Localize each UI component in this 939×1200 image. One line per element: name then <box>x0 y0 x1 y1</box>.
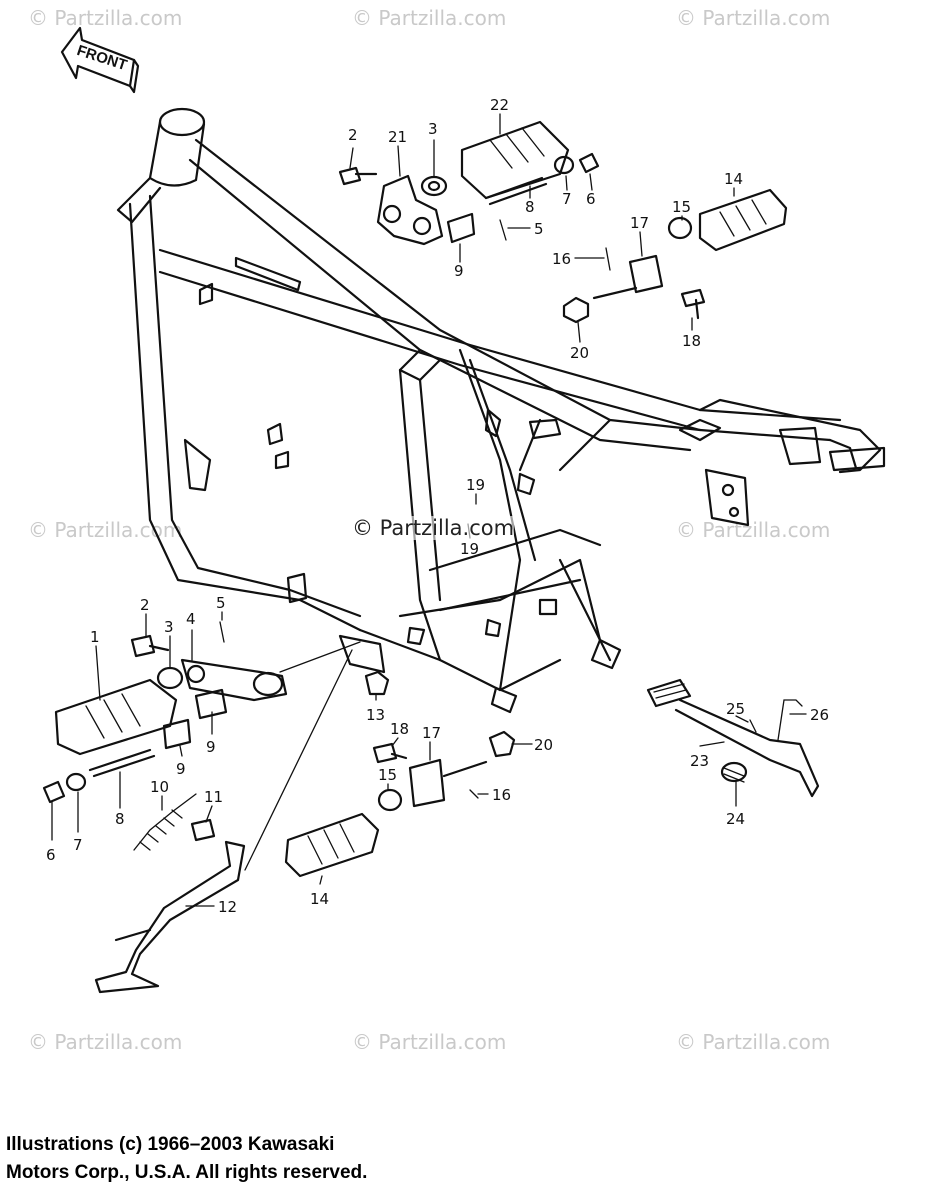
watermark: © Partzilla.com <box>676 6 831 30</box>
callout-24: 24 <box>726 810 745 828</box>
callout-15: 15 <box>672 198 691 216</box>
callout-23: 23 <box>690 752 709 770</box>
callout-10: 10 <box>150 778 169 796</box>
callout-14: 14 <box>724 170 743 188</box>
callout-12: 12 <box>218 898 237 916</box>
watermark: © Partzilla.com <box>28 518 183 542</box>
callout-18: 18 <box>390 720 409 738</box>
callout-16: 16 <box>492 786 511 804</box>
callout-9: 9 <box>206 738 216 756</box>
motorcycle-frame <box>116 107 886 714</box>
callout-8: 8 <box>525 198 535 216</box>
callout-17: 17 <box>630 214 649 232</box>
front-footrest-assembly-left <box>42 621 390 994</box>
callout-2: 2 <box>140 596 150 614</box>
copyright-line-1: Illustrations (c) 1966–2003 Kawasaki <box>6 1134 335 1155</box>
copyright-line-2: Motors Corp., U.S.A. All rights reserved… <box>6 1162 368 1183</box>
callout-3: 3 <box>164 618 174 636</box>
callout-6: 6 <box>46 846 56 864</box>
callout-21: 21 <box>388 128 407 146</box>
callout-16: 16 <box>552 250 571 268</box>
callout-1: 1 <box>90 628 100 646</box>
watermark: © Partzilla.com <box>28 6 183 30</box>
rear-footrest-assembly-right <box>338 120 788 324</box>
callout-9: 9 <box>176 760 186 778</box>
callout-14: 14 <box>310 890 329 908</box>
callout-7: 7 <box>73 836 83 854</box>
watermark: © Partzilla.com <box>28 1030 183 1054</box>
callout-numbers: 2 21 3 22 8 7 6 5 9 14 15 17 16 18 20 19… <box>46 96 829 916</box>
callout-18: 18 <box>682 332 701 350</box>
front-footrest-assembly-right <box>284 678 820 878</box>
callout-15: 15 <box>378 766 397 784</box>
callout-19: 19 <box>466 476 485 494</box>
front-arrow-icon: FRONT <box>60 26 140 94</box>
watermark: © Partzilla.com <box>676 1030 831 1054</box>
callout-19: 19 <box>460 540 479 558</box>
callout-8: 8 <box>115 810 125 828</box>
callout-22: 22 <box>490 96 509 114</box>
callout-6: 6 <box>586 190 596 208</box>
callout-20: 20 <box>534 736 553 754</box>
callout-5: 5 <box>216 594 226 612</box>
callout-17: 17 <box>422 724 441 742</box>
watermark: © Partzilla.com <box>676 518 831 542</box>
callout-4: 4 <box>186 610 196 628</box>
watermark: © Partzilla.com <box>352 1030 507 1054</box>
callout-25: 25 <box>726 700 745 718</box>
callout-13: 13 <box>366 706 385 724</box>
callout-2: 2 <box>348 126 358 144</box>
callout-26: 26 <box>810 706 829 724</box>
callout-5: 5 <box>534 220 544 238</box>
callout-3: 3 <box>428 120 438 138</box>
watermark: © Partzilla.com <box>352 6 507 30</box>
leader-lines <box>51 113 807 907</box>
callout-7: 7 <box>562 190 572 208</box>
callout-11: 11 <box>204 788 223 806</box>
callout-9: 9 <box>454 262 464 280</box>
callout-20: 20 <box>570 344 589 362</box>
center-watermark: © Partzilla.com <box>352 516 515 540</box>
